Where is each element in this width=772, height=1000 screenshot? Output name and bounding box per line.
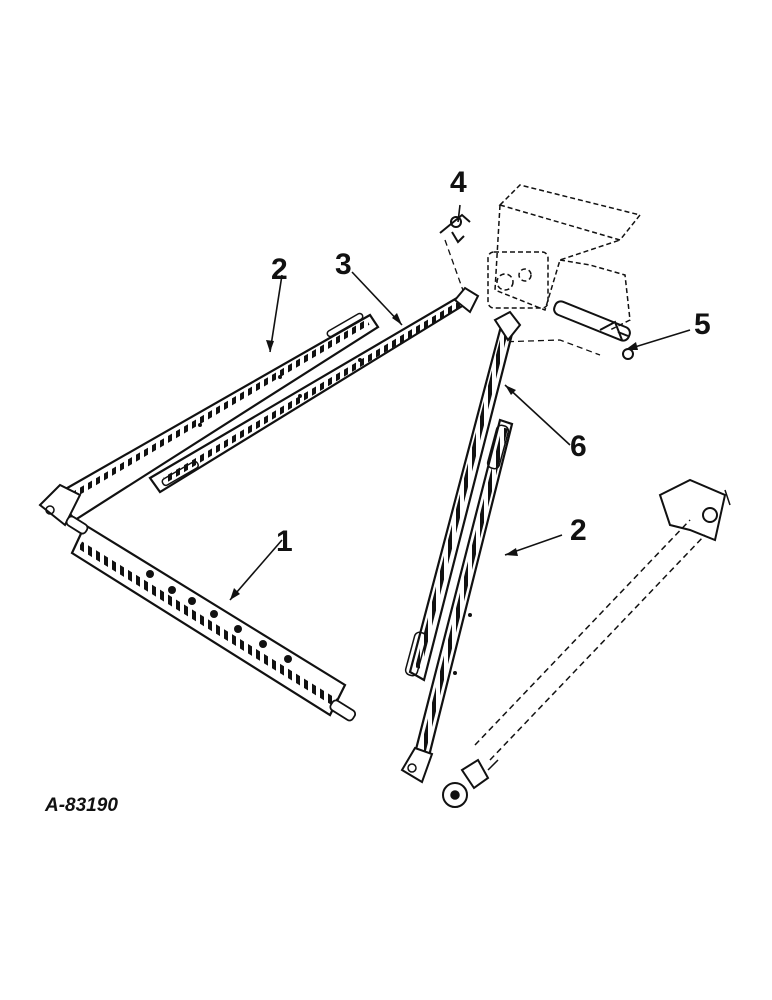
leader-6	[504, 384, 571, 446]
part-5-pin	[497, 300, 634, 360]
leader-3	[351, 271, 403, 326]
part-1-drawbar	[65, 515, 357, 722]
figure-id: A-83190	[45, 795, 118, 816]
callout-2-left: 2	[271, 253, 288, 286]
dashed-stay-link	[442, 478, 731, 808]
callout-5: 5	[694, 308, 711, 341]
part-2-left-bar	[38, 312, 380, 527]
leader-1	[229, 539, 283, 601]
callout-3: 3	[335, 248, 352, 281]
leader-4	[457, 204, 461, 223]
callout-1: 1	[276, 525, 293, 558]
callout-4: 4	[450, 166, 467, 199]
leader-2a	[269, 274, 283, 353]
leader-arrowheads	[230, 313, 638, 600]
part-2-right-bar	[400, 418, 514, 784]
part-3-bar	[148, 286, 480, 494]
leader-lines	[229, 204, 691, 601]
part-6-bar	[404, 310, 522, 682]
callout-2-right: 2	[570, 514, 587, 547]
callout-6: 6	[570, 430, 587, 463]
tractor-housing	[487, 184, 642, 331]
